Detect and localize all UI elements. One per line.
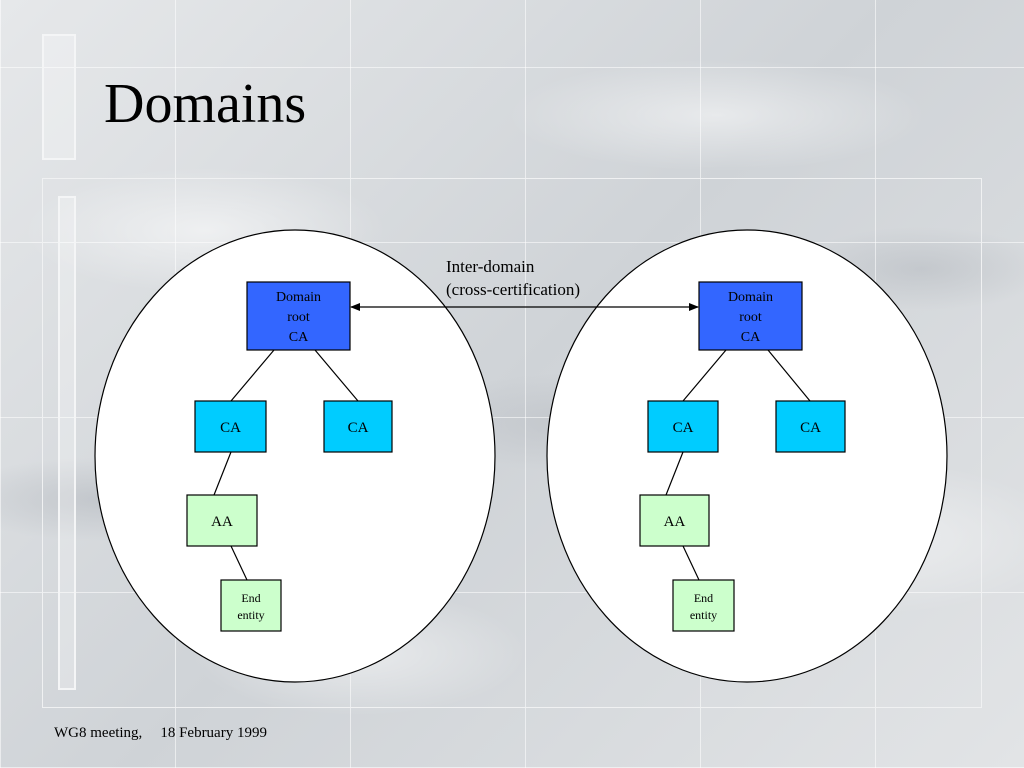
connector-root-ca-left xyxy=(230,349,275,402)
end-entity-box xyxy=(672,579,735,632)
domain-root-ca-box xyxy=(246,281,351,351)
domain-root-ca-box xyxy=(698,281,803,351)
aa-box xyxy=(639,494,710,547)
end-entity-label-2: entity xyxy=(237,608,264,622)
connector-root-ca-left xyxy=(682,349,727,402)
ca-left-box xyxy=(647,400,719,453)
domain-root-ca-label-3: CA xyxy=(289,330,309,345)
connector-aa-end-entity xyxy=(682,545,700,581)
end-entity-box xyxy=(220,579,282,632)
footer-date: 18 February 1999 xyxy=(160,725,267,741)
ca-right-label: CA xyxy=(800,420,821,436)
slide-title: Domains xyxy=(104,73,307,135)
domain-root-ca-label-2: root xyxy=(287,310,310,325)
domain-root-ca-label-3: CA xyxy=(741,330,761,345)
ca-right-box xyxy=(775,400,846,453)
aa-label: AA xyxy=(211,514,233,530)
domain-root-ca-label-2: root xyxy=(739,310,762,325)
ca-right-box xyxy=(323,400,393,453)
slide-footer: WG8 meeting, 18 February 1999 xyxy=(54,725,285,742)
body-accent-bar xyxy=(58,196,76,690)
domain-root-ca-label-1: Domain xyxy=(728,290,773,305)
ca-left-label: CA xyxy=(220,420,241,436)
domain-left: Domain root CA CA CA AA End entity xyxy=(94,229,496,683)
content-frame xyxy=(42,178,982,708)
domain-boundary xyxy=(546,229,948,683)
connector-root-ca-right xyxy=(767,349,811,402)
domain-right: Domain root CA CA CA AA End entity xyxy=(546,229,948,683)
footer-meeting: WG8 meeting, xyxy=(54,725,143,741)
end-entity-label-1: End xyxy=(694,591,713,605)
connector-ca-aa xyxy=(665,451,684,496)
ca-right-label: CA xyxy=(348,420,369,436)
ca-left-label: CA xyxy=(673,420,694,436)
connector-ca-aa xyxy=(213,451,232,496)
domain-boundary xyxy=(94,229,496,683)
end-entity-label-2: entity xyxy=(690,608,717,622)
inter-domain-label: Inter-domain xyxy=(446,257,535,276)
aa-label: AA xyxy=(664,514,686,530)
cross-certification-label: (cross-certification) xyxy=(446,280,580,299)
connector-aa-end-entity xyxy=(230,545,248,581)
connector-root-ca-right xyxy=(314,349,359,402)
title-accent-bar xyxy=(42,34,76,160)
end-entity-label-1: End xyxy=(241,591,260,605)
ca-left-box xyxy=(194,400,267,453)
aa-box xyxy=(186,494,258,547)
domain-root-ca-label-1: Domain xyxy=(276,290,321,305)
